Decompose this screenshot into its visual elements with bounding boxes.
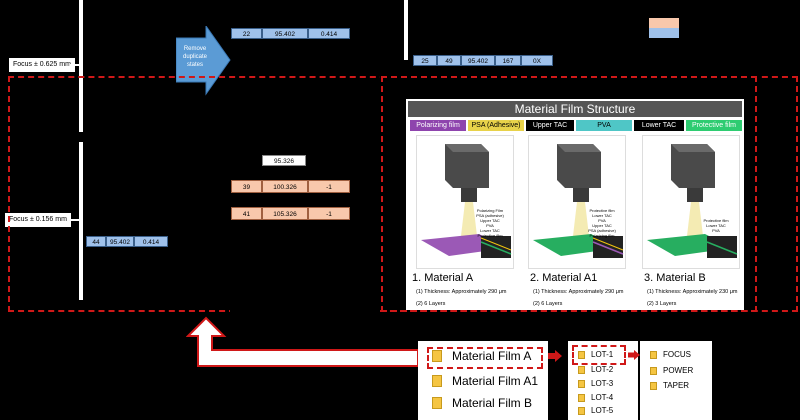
material-a-thickness: (1) Thickness: Approximately 290 μm	[416, 289, 507, 295]
material-a1-title: 2. Material A1	[530, 272, 598, 284]
folder-icon	[578, 350, 585, 359]
cell: 95.402	[106, 236, 134, 247]
single-value-cell: 95.326	[262, 155, 306, 166]
material-a1-image: Protective film Lower TAC PVA Upper TAC …	[528, 135, 626, 269]
selected-folder-highlight	[427, 347, 543, 369]
layer-tag-lower-tac: Lower TAC	[634, 120, 684, 131]
folder-lot-3[interactable]: LOT-3	[578, 379, 613, 388]
lower-axis-line	[79, 142, 83, 300]
material-b-stack: Protective film Lower TAC PVA	[703, 218, 729, 233]
top-right-vline	[404, 0, 408, 60]
top-data-row: 22 95.402 0.414	[231, 28, 350, 39]
cell: 0.414	[308, 28, 350, 39]
focus-top-tick	[70, 64, 82, 66]
frame-left-bottom-gap	[230, 308, 380, 314]
layer-tag-psa: PSA (Adhesive)	[468, 120, 524, 131]
folder-icon	[578, 365, 585, 374]
material-b-image: Protective film Lower TAC PVA	[642, 135, 740, 269]
folder-icon	[432, 350, 442, 362]
material-film-structure: Material Film Structure Polarizing film …	[406, 99, 744, 310]
cell: -1	[308, 207, 350, 220]
focus-label-top: Focus ± 0.625 mm	[9, 58, 75, 72]
material-b-title: 3. Material B	[644, 272, 706, 284]
folder-lot-1[interactable]: LOT-1	[578, 350, 613, 359]
layer-tag-polarizing: Polarizing film	[410, 120, 466, 131]
return-arrow-icon	[186, 316, 419, 367]
legend-swatch-blue	[649, 28, 679, 38]
material-a-layers: (2) 6 Layers	[416, 301, 446, 307]
cell: 25	[413, 55, 437, 66]
arrow-right-icon	[548, 350, 562, 362]
cell: 95.402	[262, 28, 308, 39]
folder-material-film-b[interactable]: Material Film B	[432, 396, 532, 410]
folder-icon	[650, 366, 657, 375]
peach-row-2: 41 105.326 -1	[231, 207, 350, 220]
cell: 39	[231, 180, 262, 193]
folder-material-film-a[interactable]: Material Film A	[432, 349, 531, 363]
cell: 44	[86, 236, 106, 247]
folder-lot-5[interactable]: LOT-5	[578, 406, 613, 415]
arrow-label: Remove duplicate states	[182, 46, 208, 68]
folder-focus[interactable]: FOCUS	[650, 350, 691, 359]
layer-tag-upper-tac: Upper TAC	[526, 120, 574, 131]
upper-axis-line	[79, 0, 83, 132]
structure-title: Material Film Structure	[408, 101, 742, 117]
bottom-left-data-row: 44 95.402 0.414	[86, 236, 168, 247]
laser-head-icon	[647, 144, 738, 258]
material-a1-thickness: (1) Thickness: Approximately 290 μm	[533, 289, 624, 295]
structure-frame	[381, 76, 757, 312]
folder-icon	[578, 393, 585, 402]
focus-bottom-tick	[70, 219, 82, 221]
folder-icon	[650, 350, 657, 359]
cell: 105.326	[262, 207, 308, 220]
material-a-title: 1. Material A	[412, 272, 474, 284]
selected-lot-highlight	[572, 345, 626, 365]
material-a-image: Polarizing Film PSA (adhesive) Upper TAC…	[416, 135, 514, 269]
legend-swatch-peach	[649, 18, 679, 28]
material-b-thickness: (1) Thickness: Approximately 230 μm	[647, 289, 738, 295]
folder-taper[interactable]: TAPER	[650, 381, 689, 390]
material-a-stack: Polarizing Film PSA (adhesive) Upper TAC…	[476, 208, 504, 238]
cell: 41	[231, 207, 262, 220]
folder-icon	[432, 397, 442, 409]
laser-head-icon	[533, 144, 624, 258]
cell: 100.326	[262, 180, 308, 193]
folder-icon	[578, 379, 585, 388]
top-right-data-row: 25 49 95.402 167 0X	[413, 55, 553, 66]
cell: 0X	[521, 55, 553, 66]
folder-lot-4[interactable]: LOT-4	[578, 393, 613, 402]
cell: 95.402	[461, 55, 495, 66]
arrow-right-icon	[628, 350, 640, 360]
folder-lot-2[interactable]: LOT-2	[578, 365, 613, 374]
folder-icon	[650, 381, 657, 390]
material-a1-layers: (2) 6 Layers	[533, 301, 563, 307]
cell: -1	[308, 180, 350, 193]
laser-head-icon	[421, 144, 512, 258]
cell: 22	[231, 28, 262, 39]
material-b-layers: (2) 3 Layers	[647, 301, 677, 307]
cell: 167	[495, 55, 521, 66]
cell: 49	[437, 55, 461, 66]
folder-icon	[578, 406, 585, 415]
focus-label-bottom: Focus ± 0.156 mm	[5, 213, 71, 227]
folder-icon	[432, 375, 442, 387]
folder-power[interactable]: POWER	[650, 366, 693, 375]
layer-tag-protective: Protective film	[686, 120, 742, 131]
material-a1-stack: Protective film Lower TAC PVA Upper TAC …	[588, 208, 616, 238]
layer-tag-pva: PVA	[576, 120, 632, 131]
cell: 0.414	[134, 236, 168, 247]
peach-row-1: 39 100.326 -1	[231, 180, 350, 193]
folder-material-film-a1[interactable]: Material Film A1	[432, 374, 538, 388]
